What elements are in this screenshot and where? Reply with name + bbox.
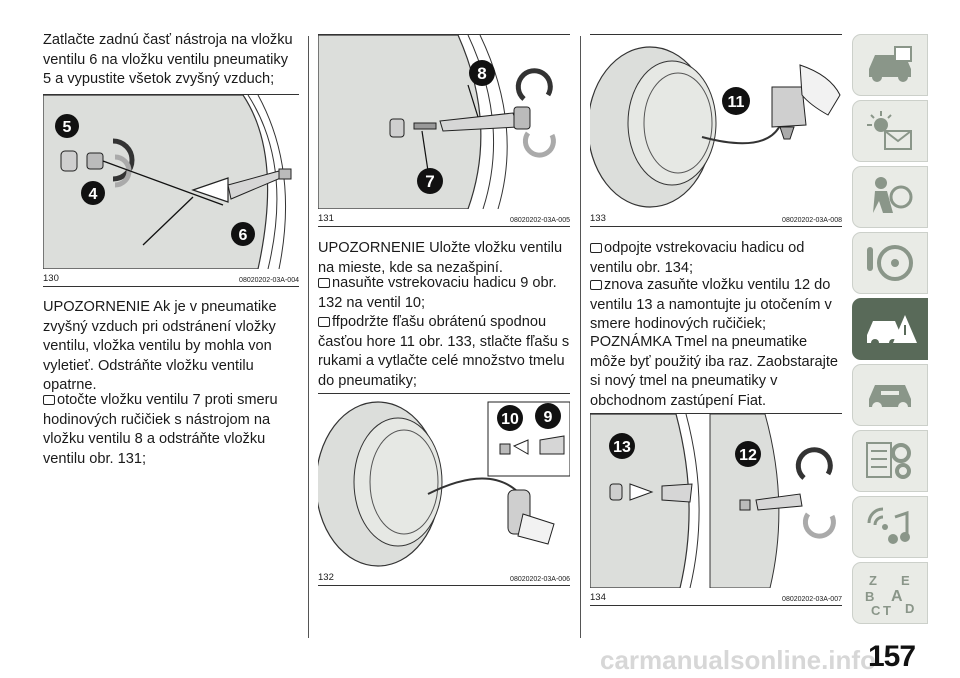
- svg-text:Z: Z: [869, 573, 877, 588]
- callout-9: 9: [544, 409, 553, 426]
- callout-5: 5: [63, 119, 72, 136]
- intro-text: Zatlačte zadnú časť nástroja na vložku v…: [43, 32, 293, 87]
- tab-driving[interactable]: [852, 232, 928, 294]
- step-bullet-icon: [590, 280, 602, 290]
- specs-gears-icon: [866, 442, 911, 479]
- step-text: odpojte vstrekovaciu hadicu od ventilu o…: [590, 240, 805, 276]
- step-text: znova zasuňte vložku ventilu 12 do venti…: [590, 277, 832, 332]
- multimedia-icon: [867, 507, 910, 544]
- svg-text:T: T: [883, 603, 891, 617]
- step-text: otočte vložku ventilu 7 proti smeru hodi…: [43, 392, 278, 467]
- note-text: POZNÁMKA Tmel na pneumatike môže byť pou…: [590, 334, 839, 409]
- callout-4: 4: [89, 186, 98, 203]
- figure-number: 133: [590, 213, 606, 224]
- figure-132: 10 9 132 08020202-03A-006: [318, 393, 570, 586]
- figure-133: 11 133 08020202-03A-008: [590, 34, 842, 227]
- tab-dashboard[interactable]: [852, 34, 928, 96]
- step-bullet-icon: [318, 278, 330, 288]
- step-paragraph: ffpodržte fľašu obrátenú spodnou časťou …: [318, 313, 570, 391]
- svg-text:E: E: [901, 573, 910, 588]
- figure-131: 8 7 131 08020202-03A-005: [318, 34, 570, 227]
- svg-text:A: A: [891, 588, 903, 605]
- figure-caption: 131 08020202-03A-005: [318, 212, 570, 224]
- car-dashboard-icon: [869, 46, 912, 82]
- injection-hose-illustration: 10 9: [318, 401, 570, 567]
- figure-caption: 130 08020202-03A-004: [43, 272, 299, 284]
- figure-code: 08020202-03A-006: [510, 576, 570, 583]
- tab-warning-lights[interactable]: [852, 100, 928, 162]
- airbag-safety-icon: [873, 177, 913, 213]
- sealant-bottle-illustration: 11: [590, 46, 841, 208]
- alphabet-index-icon: Z E B A C T D: [865, 573, 914, 617]
- figure-number: 134: [590, 592, 606, 603]
- step-paragraph: odpojte vstrekovaciu hadicu od ventilu o…: [590, 239, 842, 278]
- steering-wheel-icon: [867, 245, 913, 281]
- step-bullet-icon: [318, 317, 330, 327]
- step-bullet-icon: [43, 395, 55, 405]
- warning-lights-icon: [867, 111, 912, 150]
- svg-text:B: B: [865, 589, 874, 604]
- figure-code: 08020202-03A-005: [510, 217, 570, 224]
- callout-8: 8: [477, 64, 486, 83]
- svg-text:C: C: [871, 603, 881, 617]
- tab-safety[interactable]: [852, 166, 928, 228]
- callout-12: 12: [739, 447, 757, 464]
- column-divider: [580, 36, 581, 638]
- valve-core-reinstall-illustration: 13 12: [590, 414, 836, 588]
- column-1: Zatlačte zadnú časť nástroja na vložku v…: [43, 0, 299, 640]
- step-text: ffpodržte fľašu obrátenú spodnou časťou …: [318, 314, 570, 389]
- figure-code: 08020202-03A-007: [782, 596, 842, 603]
- valve-deflate-illustration: 5 4 6: [43, 95, 292, 269]
- warning-text: UPOZORNENIE Uložte vložku ventilu na mie…: [318, 240, 563, 276]
- step-text: nasuňte vstrekovaciu hadicu 9 obr. 132 n…: [318, 275, 557, 311]
- tab-service[interactable]: [852, 364, 928, 426]
- callout-11: 11: [728, 94, 745, 111]
- figure-134: 13 12 134 08020202-03A-007: [590, 413, 842, 606]
- valve-core-removal-illustration: 8 7: [318, 35, 556, 209]
- column-3: 11 133 08020202-03A-008 odpojte vstrekov…: [590, 0, 842, 640]
- figure-code: 08020202-03A-008: [782, 217, 842, 224]
- figure-caption: 132 08020202-03A-006: [318, 571, 570, 583]
- callout-6: 6: [239, 227, 248, 244]
- tab-specifications[interactable]: [852, 430, 928, 492]
- car-service-icon: [869, 385, 911, 412]
- column-divider: [308, 36, 309, 638]
- svg-text:D: D: [905, 601, 914, 616]
- column-2: 8 7 131 08020202-03A-005 UPOZORNENIE Ulo…: [318, 0, 570, 640]
- figure-number: 132: [318, 572, 334, 583]
- figure-caption: 133 08020202-03A-008: [590, 212, 842, 224]
- tab-emergency[interactable]: [852, 298, 928, 360]
- callout-7: 7: [425, 172, 434, 191]
- figure-caption: 134 08020202-03A-007: [590, 591, 842, 603]
- figure-130: 5 4 6 130 08020202-03A-004: [43, 94, 299, 287]
- watermark: carmanualsonline.info: [600, 645, 876, 675]
- step-paragraph: znova zasuňte vložku ventilu 12 do venti…: [590, 276, 842, 335]
- warning-text: UPOZORNENIE Ak je v pneumatike zvyšný vz…: [43, 299, 277, 393]
- callout-10: 10: [501, 411, 519, 428]
- breakdown-car-icon: [867, 315, 917, 347]
- figure-code: 08020202-03A-004: [239, 277, 299, 284]
- tab-multimedia[interactable]: [852, 496, 928, 558]
- tab-index[interactable]: Z E B A C T D: [852, 562, 928, 624]
- step-paragraph: nasuňte vstrekovaciu hadicu 9 obr. 132 n…: [318, 274, 570, 313]
- figure-number: 131: [318, 213, 334, 224]
- callout-13: 13: [613, 439, 631, 456]
- step-bullet-icon: [590, 243, 602, 253]
- step-paragraph: otočte vložku ventilu 7 proti smeru hodi…: [43, 391, 299, 469]
- page-number: 157: [868, 640, 916, 673]
- figure-number: 130: [43, 273, 59, 284]
